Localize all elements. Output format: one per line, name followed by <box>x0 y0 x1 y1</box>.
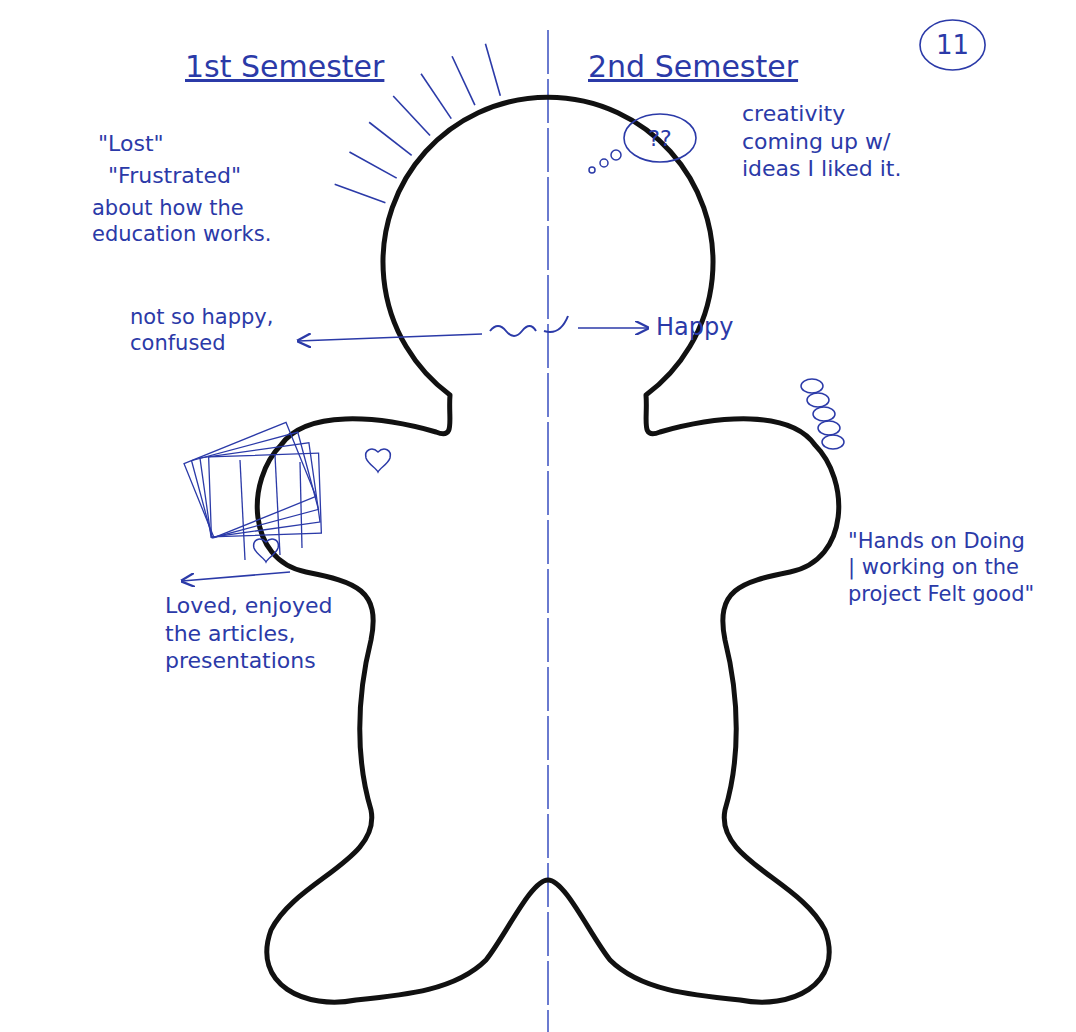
node-label: 11 <box>936 30 969 60</box>
note-text: Loved, enjoyed the articles, presentatio… <box>165 592 355 675</box>
node-shape <box>920 20 985 70</box>
label-text: Loved, enjoyed the articles, presentatio… <box>165 593 332 673</box>
label-text: 2nd Semester <box>588 49 798 84</box>
semester-heading: 2nd Semester <box>588 48 818 86</box>
note-text: not so happy, confused <box>130 304 290 357</box>
node-label: ?? <box>648 126 671 151</box>
ray-line <box>452 56 475 105</box>
note-text: Happy <box>656 312 766 342</box>
thought-trail <box>589 150 621 173</box>
page-number-circle: 11 <box>918 18 987 72</box>
note-text: "Hands on Doing | working on the project… <box>848 528 1038 607</box>
paper-stack <box>184 422 321 560</box>
ray-line <box>393 96 430 135</box>
label-text: creativity coming up w/ ideas I liked it… <box>742 101 901 181</box>
leader-arrow <box>182 572 290 581</box>
note-text: "Lost" <box>98 130 218 158</box>
note-text: creativity coming up w/ ideas I liked it… <box>742 100 912 183</box>
heart-symbol <box>366 449 391 472</box>
semester-heading: 1st Semester <box>185 48 415 86</box>
finger-loops <box>801 379 844 449</box>
leader-arrow <box>298 334 482 341</box>
heart-symbol <box>254 539 279 562</box>
ray-line <box>485 44 500 96</box>
ray-line <box>369 122 412 155</box>
ray-line <box>421 74 451 119</box>
gingerbread-outline <box>257 97 838 1002</box>
label-text: "Frustrated" <box>108 163 241 188</box>
label-text: about how the education works. <box>92 196 271 246</box>
node-shape <box>624 114 696 162</box>
ray-line <box>349 152 396 178</box>
label-text: Happy <box>656 313 733 341</box>
label-text: "Lost" <box>98 131 164 156</box>
label-text: "Hands on Doing | working on the project… <box>848 529 1034 606</box>
thought-bubble: ?? <box>622 112 698 164</box>
label-text: 1st Semester <box>185 49 384 84</box>
leader-arrow <box>578 327 648 329</box>
label-text: not so happy, confused <box>130 305 273 355</box>
note-text: "Frustrated" <box>108 162 278 190</box>
note-text: about how the education works. <box>92 195 287 248</box>
mouth-wavy <box>490 326 536 336</box>
mouth-smile <box>544 316 568 332</box>
ray-line <box>335 184 386 202</box>
